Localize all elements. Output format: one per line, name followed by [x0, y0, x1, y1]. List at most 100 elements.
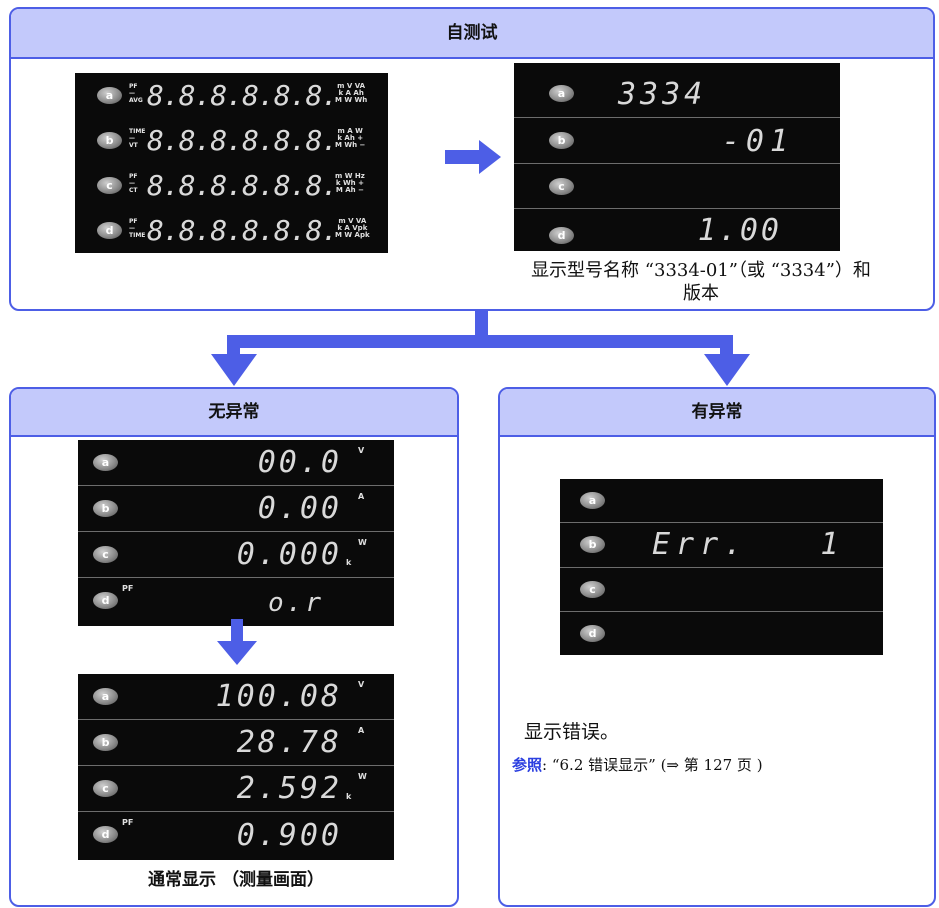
- button-c-icon: c: [549, 178, 574, 195]
- normal-panel: 无异常 a 00.0 V b 0.00 A c 0.000 k W d PF o…: [9, 387, 459, 907]
- row-b-labels: TIME—VT: [129, 128, 146, 149]
- normal2-row-a-digits: 100.08: [215, 679, 342, 714]
- row-a-digits: 8.8.8.8.8.8.: [147, 79, 338, 112]
- normal2-row-c-digits: 2.592: [236, 771, 342, 806]
- down-arrow-left-icon: [211, 354, 257, 386]
- normal1-row-a-unit: V: [358, 446, 365, 455]
- error-display: a b Err. 1 c d: [560, 479, 883, 655]
- normal1-row-b-digits: 0.00: [257, 491, 342, 526]
- flow-connector-bar: [227, 335, 733, 348]
- row-d-labels: PF—TIME: [129, 218, 146, 239]
- row-c-digits: 8.8.8.8.8.8.: [147, 169, 338, 202]
- self-test-caption: 显示型号名称 “3334-01”（或 “3334”）和 版本: [531, 260, 871, 304]
- normal2-row-a-unit: V: [358, 680, 365, 689]
- normal2-row-c-unit: W: [358, 772, 367, 781]
- abnormal-panel: 有异常 a b Err. 1 c d 显示错误。 参照: “6.2 错误显示” …: [498, 387, 936, 907]
- error-row-b: b Err. 1: [560, 523, 883, 568]
- button-b-icon: b: [580, 536, 605, 553]
- button-b-icon: b: [549, 132, 574, 149]
- right-arrow-icon: [445, 140, 501, 174]
- normal-display-measuring: a 100.08 V b 28.78 A c 2.592 k W d PF 0.…: [78, 674, 394, 860]
- self-test-title: 自测试: [446, 23, 498, 43]
- model-row-d: d 1.00: [514, 209, 840, 251]
- button-b-icon: b: [93, 500, 118, 517]
- error-row-b-digits: Err. 1: [652, 527, 845, 562]
- normal-header: 无异常: [11, 389, 457, 437]
- normal2-row-b-digits: 28.78: [236, 725, 342, 760]
- reference-text: : “6.2 错误显示” (⇒ 第 127 页 ): [542, 756, 763, 774]
- button-a-icon: a: [549, 85, 574, 102]
- button-b-icon: b: [97, 132, 122, 149]
- flow-connector-right-drop: [720, 335, 733, 360]
- normal1-row-d: d PF o.r: [78, 578, 394, 626]
- abnormal-title: 有异常: [691, 402, 743, 422]
- model-row-a-digits: 3334: [618, 77, 707, 112]
- normal2-row-c-prefix: k: [346, 792, 352, 801]
- model-row-d-digits: 1.00: [697, 213, 782, 248]
- normal1-row-c-prefix: k: [346, 558, 352, 567]
- error-row-a: a: [560, 479, 883, 523]
- flow-connector-left-drop: [227, 335, 240, 360]
- button-d-icon: d: [580, 625, 605, 642]
- normal2-row-d-digits: 0.900: [236, 818, 342, 853]
- normal-caption: 通常显示 （测量画面）: [148, 870, 324, 890]
- abnormal-header: 有异常: [500, 389, 934, 437]
- model-row-b: b -01: [514, 118, 840, 164]
- normal2-row-d: d PF 0.900: [78, 812, 394, 860]
- button-a-icon: a: [93, 454, 118, 471]
- normal-title: 无异常: [208, 402, 260, 422]
- button-b-icon: b: [93, 734, 118, 751]
- normal-display-initial: a 00.0 V b 0.00 A c 0.000 k W d PF o.r: [78, 440, 394, 626]
- normal1-row-a-digits: 00.0: [257, 445, 342, 480]
- normal2-row-d-pf: PF: [122, 818, 134, 827]
- row-d-digits: 8.8.8.8.8.8.: [147, 214, 338, 247]
- button-a-icon: a: [97, 87, 122, 104]
- down-arrow-icon: [217, 619, 257, 665]
- normal2-row-c: c 2.592 k W: [78, 766, 394, 812]
- button-a-icon: a: [93, 688, 118, 705]
- error-row-c: c: [560, 568, 883, 612]
- normal2-row-b-unit: A: [358, 726, 365, 735]
- reference-line: 参照: “6.2 错误显示” (⇒ 第 127 页 ): [512, 754, 763, 775]
- normal2-row-a: a 100.08 V: [78, 674, 394, 720]
- row-c-labels: PF—CT: [129, 173, 138, 194]
- normal1-row-b: b 0.00 A: [78, 486, 394, 532]
- model-row-c: c: [514, 164, 840, 209]
- button-c-icon: c: [97, 177, 122, 194]
- down-arrow-right-icon: [704, 354, 750, 386]
- button-c-icon: c: [580, 581, 605, 598]
- normal1-row-b-unit: A: [358, 492, 365, 501]
- button-d-icon: d: [97, 222, 122, 239]
- self-test-header: 自测试: [11, 9, 933, 59]
- model-row-a: a 3334: [514, 63, 840, 118]
- normal1-row-d-pf: PF: [122, 584, 134, 593]
- normal1-row-c-digits: 0.000: [236, 537, 342, 572]
- button-d-icon: d: [93, 592, 118, 609]
- error-caption: 显示错误。: [524, 721, 620, 743]
- normal2-row-b: b 28.78 A: [78, 720, 394, 766]
- reference-link[interactable]: 参照: [512, 756, 543, 774]
- flow-connector-stem: [475, 311, 488, 341]
- button-d-icon: d: [93, 826, 118, 843]
- normal1-row-c-unit: W: [358, 538, 367, 547]
- button-a-icon: a: [580, 492, 605, 509]
- row-a-labels: PF—AVG: [129, 83, 143, 104]
- model-row-b-digits: -01: [721, 124, 794, 159]
- error-row-d: d: [560, 612, 883, 655]
- normal1-row-c: c 0.000 k W: [78, 532, 394, 578]
- button-d-icon: d: [549, 227, 574, 244]
- button-c-icon: c: [93, 546, 118, 563]
- button-c-icon: c: [93, 780, 118, 797]
- model-display: a 3334 b -01 c d 1.00: [514, 63, 840, 251]
- row-b-digits: 8.8.8.8.8.8.: [147, 124, 338, 157]
